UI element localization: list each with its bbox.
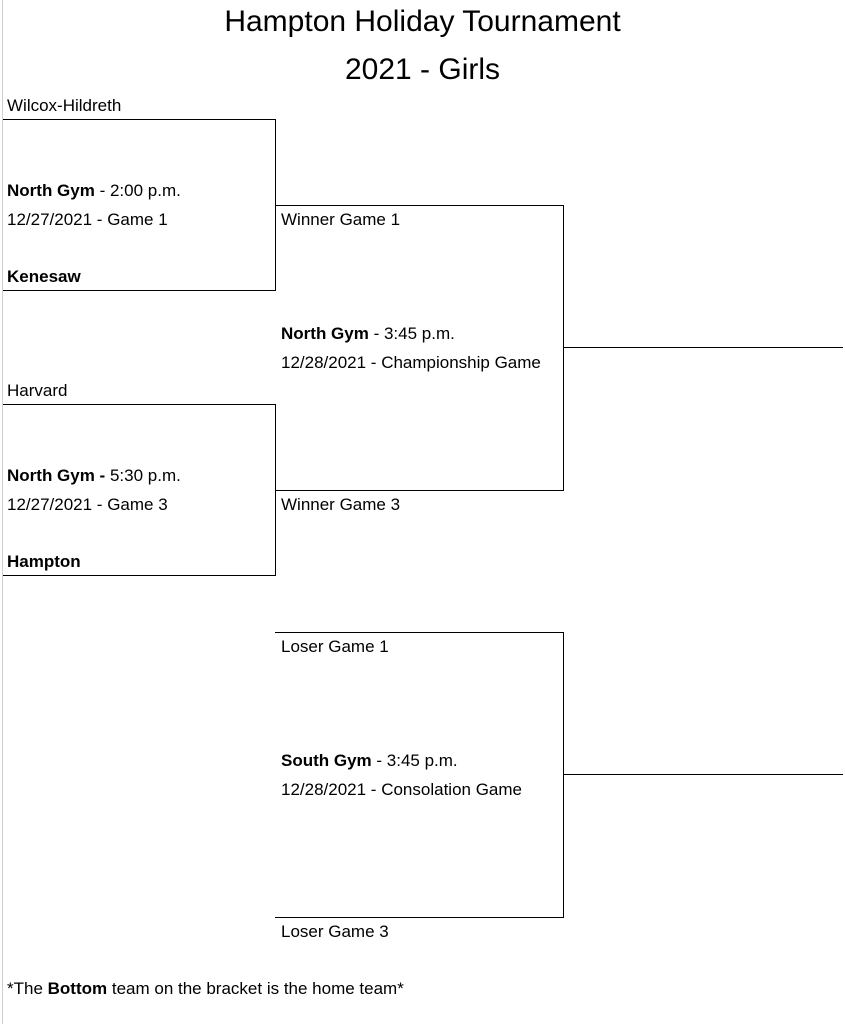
consolation-winner-line — [563, 774, 843, 775]
championship-time: - 3:45 p.m. — [368, 324, 455, 343]
championship-winner-line — [563, 347, 843, 348]
game1-bottom-team: Kenesaw — [7, 267, 81, 286]
game1-top-team: Wilcox-Hildreth — [7, 96, 122, 115]
page-title: Hampton Holiday Tournament — [224, 5, 621, 38]
consolation-time: - 3:45 p.m. — [371, 751, 458, 770]
home-team-footnote: *The Bottom team on the bracket is the h… — [7, 978, 404, 1000]
championship-bottom-slot: Winner Game 3 — [281, 495, 401, 514]
consolation-date-game: 12/28/2021 - Consolation Game — [281, 780, 522, 799]
game1-venue-time: North Gym - 2:00 p.m. — [7, 180, 181, 202]
game3-bottom-team: Hampton — [7, 552, 81, 571]
footnote-suffix: team on the bracket is the home team* — [107, 979, 404, 998]
consolation-top-slot: Loser Game 1 — [281, 637, 389, 656]
championship-top-line — [275, 205, 564, 206]
game1-bottom-line — [3, 290, 276, 291]
footnote-emphasis: Bottom — [47, 979, 108, 998]
championship-bracket-vertical — [563, 205, 564, 491]
championship-venue: North Gym — [281, 324, 369, 343]
game1-date-game: 12/27/2021 - Game 1 — [7, 210, 168, 229]
championship-bottom-line — [275, 490, 564, 491]
game1-venue: North Gym — [7, 181, 95, 200]
consolation-bottom-slot: Loser Game 3 — [281, 922, 389, 941]
game3-date-game: 12/27/2021 - Game 3 — [7, 495, 168, 514]
championship-date-game: 12/28/2021 - Championship Game — [281, 353, 541, 372]
championship-top-slot: Winner Game 1 — [281, 210, 401, 229]
sheet-gridline — [2, 0, 3, 1024]
game3-top-team: Harvard — [7, 381, 68, 400]
consolation-top-line — [275, 632, 564, 633]
consolation-venue: South Gym — [281, 751, 372, 770]
consolation-bottom-line — [275, 917, 564, 918]
page-subtitle: 2021 - Girls — [344, 53, 501, 86]
game3-venue: North Gym - — [7, 466, 106, 485]
game3-bottom-line — [3, 575, 276, 576]
consolation-bracket-vertical — [563, 632, 564, 918]
game3-venue-time: North Gym - 5:30 p.m. — [7, 465, 181, 487]
game1-top-line — [3, 119, 276, 120]
game3-time: 5:30 p.m. — [105, 466, 181, 485]
game1-time: - 2:00 p.m. — [94, 181, 181, 200]
footnote-prefix: *The — [7, 979, 48, 998]
championship-venue-time: North Gym - 3:45 p.m. — [281, 323, 455, 345]
consolation-venue-time: South Gym - 3:45 p.m. — [281, 750, 458, 772]
game3-top-line — [3, 404, 276, 405]
